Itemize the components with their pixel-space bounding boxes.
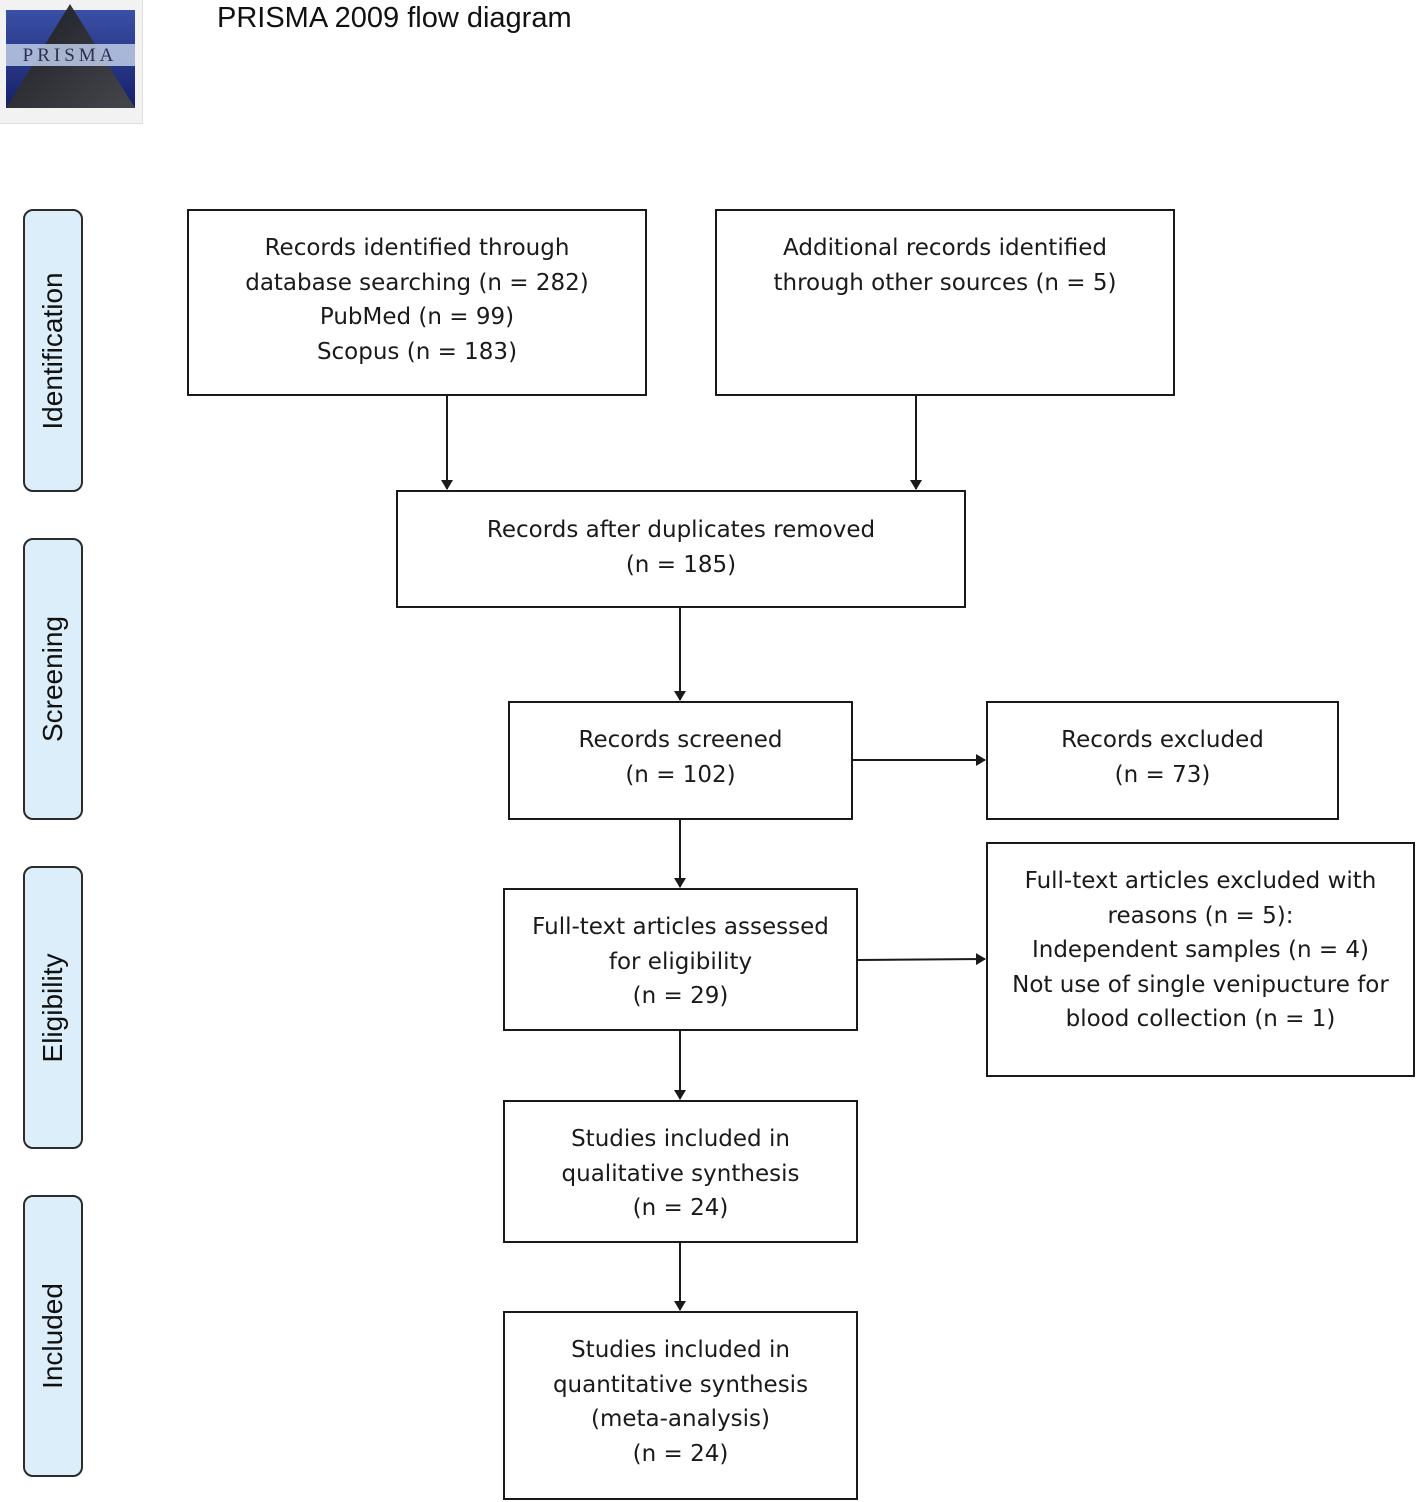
box-text-line: Records after duplicates removed: [486, 517, 876, 543]
diagram-title: PRISMA 2009 flow diagram: [217, 2, 572, 34]
box-text-line: database searching (n = 282): [245, 269, 589, 296]
box-text-line: (n = 24): [632, 1440, 729, 1467]
stage-included: Included: [23, 1195, 83, 1477]
stage-screening: Screening: [23, 538, 83, 820]
box-text-line: quantitative synthesis: [552, 1371, 809, 1398]
box-text-line: qualitative synthesis: [561, 1160, 800, 1187]
box-text-line: Scopus (n = 183): [316, 338, 518, 365]
box-text-line: (n = 73): [1114, 761, 1211, 788]
box-text-line: PubMed (n = 99): [319, 304, 515, 330]
box-text-line: Not use of single venipucture for: [1012, 971, 1389, 998]
box-text-line: Studies included in: [571, 1126, 790, 1152]
box-duplicates-removed: Records after duplicates removed (n = 18…: [396, 490, 966, 608]
box-qualitative-synthesis: Studies included in qualitative synthesi…: [503, 1100, 858, 1243]
box-text-line: Additional records identified: [783, 235, 1107, 261]
box-text-line: Full-text articles excluded with: [1024, 868, 1377, 894]
prisma-logo-graphic: PRISMA: [6, 4, 135, 108]
box-text-line: Records identified through: [264, 235, 570, 261]
box-text-line: Records excluded: [1061, 727, 1264, 753]
box-text-line: through other sources (n = 5): [773, 269, 1117, 296]
box-text-line: Studies included in: [571, 1337, 790, 1363]
box-other-sources: Additional records identified through ot…: [715, 209, 1175, 396]
box-fulltext-assessed: Full-text articles assessed for eligibil…: [503, 888, 858, 1031]
box-database-searching: Records identified through database sear…: [187, 209, 647, 396]
box-quantitative-synthesis: Studies included in quantitative synthes…: [503, 1311, 858, 1500]
prisma-logo: PRISMA: [0, 0, 143, 124]
box-text-line: (meta-analysis): [590, 1406, 771, 1432]
box-text-line: (n = 185): [625, 551, 737, 578]
box-text-line: for eligibility: [608, 948, 753, 975]
logo-text: PRISMA: [23, 45, 118, 66]
box-text-line: (n = 24): [632, 1195, 729, 1221]
box-records-screened: Records screened (n = 102): [508, 701, 853, 820]
box-fulltext-excluded: Full-text articles excluded with reasons…: [986, 842, 1415, 1077]
box-text-line: (n = 29): [632, 983, 729, 1009]
box-records-excluded: Records excluded (n = 73): [986, 701, 1339, 820]
stage-eligibility: Eligibility: [23, 866, 83, 1149]
box-text-line: Full-text articles assessed: [532, 914, 829, 940]
box-text-line: Independent samples (n = 4): [1031, 937, 1370, 963]
stage-identification: Identification: [23, 209, 83, 492]
box-text-line: blood collection (n = 1): [1065, 1006, 1336, 1032]
box-text-line: reasons (n = 5):: [1107, 902, 1294, 929]
box-text-line: Records screened: [578, 727, 783, 753]
arrow-fulltext-to-excluded: [857, 953, 986, 966]
box-text-line: (n = 102): [625, 761, 736, 788]
